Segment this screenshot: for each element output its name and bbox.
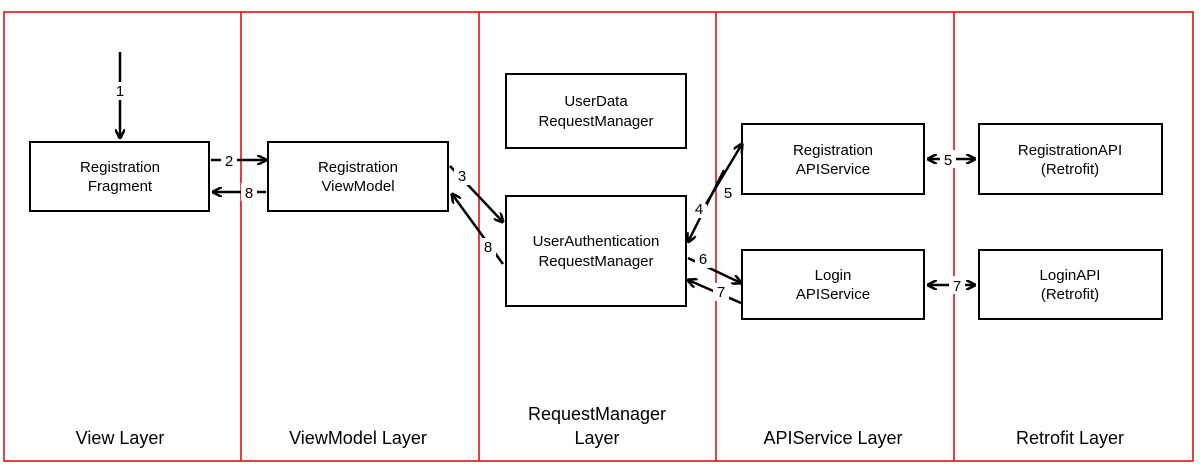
arrow-number: 1 xyxy=(116,83,124,100)
arrow-2-fragment-to-viewmodel: 2 xyxy=(211,151,266,170)
layer-label-requestmanager-line1: RequestManager xyxy=(528,404,666,424)
arrow-number: 5 xyxy=(724,185,732,202)
arrow-5-requestmanager-to-apiservice: 5 xyxy=(704,144,742,205)
box-label-line: LoginAPI xyxy=(1040,267,1101,284)
login-api-box: LoginAPI (Retrofit) xyxy=(978,249,1163,320)
arrow-number: 7 xyxy=(953,278,961,295)
registration-viewmodel-box: Registration ViewModel xyxy=(267,141,449,212)
arrow-number: 8 xyxy=(245,185,253,202)
registration-fragment-box: Registration Fragment xyxy=(29,141,210,212)
layer-label-retrofit: Retrofit Layer xyxy=(1016,428,1124,448)
box-label-line: APIService xyxy=(796,286,870,303)
arrow-8-requestmanager-to-viewmodel: 8 xyxy=(452,194,505,265)
box-label-line: (Retrofit) xyxy=(1041,286,1099,303)
box-label-line: Registration xyxy=(80,159,160,176)
arrow-number: 2 xyxy=(225,153,233,170)
arrow-number: 3 xyxy=(458,168,466,185)
box-label-line: RequestManager xyxy=(538,253,653,270)
arrow-8-viewmodel-to-fragment: 8 xyxy=(213,183,266,202)
box-label-line: Login xyxy=(815,267,852,284)
arrow-1-entry: 1 xyxy=(112,52,128,138)
registration-apiservice-box: Registration APIService xyxy=(741,123,925,195)
arrow-number: 7 xyxy=(717,284,725,301)
box-label-line: RequestManager xyxy=(538,113,653,130)
box-label-line: Registration xyxy=(318,159,398,176)
userdata-requestmanager-box: UserData RequestManager xyxy=(505,73,687,149)
arrow-number: 8 xyxy=(484,239,492,256)
layer-label-view: View Layer xyxy=(76,428,165,448)
layer-label-requestmanager-line2: Layer xyxy=(574,428,619,448)
box-label-line: Fragment xyxy=(88,178,153,195)
arrow-7-login-to-requestmanager: 7 xyxy=(688,280,742,305)
arrow-7-login-api-bidirectional: 7 xyxy=(928,276,975,295)
box-label-line: ViewModel xyxy=(321,178,394,195)
layer-label-apiservice: APIService Layer xyxy=(763,428,902,448)
box-label-line: UserData xyxy=(564,93,628,110)
box-label-line: UserAuthentication xyxy=(533,233,660,250)
arrow-6-requestmanager-to-login: 6 xyxy=(687,250,741,283)
box-label-line: RegistrationAPI xyxy=(1018,142,1122,159)
arrow-number: 4 xyxy=(695,201,703,218)
box-label-line: Registration xyxy=(793,142,873,159)
layer-label-viewmodel: ViewModel Layer xyxy=(289,428,427,448)
registration-api-box: RegistrationAPI (Retrofit) xyxy=(978,123,1163,195)
login-apiservice-box: Login APIService xyxy=(741,249,925,320)
arrow-number: 5 xyxy=(944,152,952,169)
diagram-frame xyxy=(3,11,1194,462)
box-label-line: APIService xyxy=(796,161,870,178)
box-label-line: (Retrofit) xyxy=(1041,161,1099,178)
arrow-3-viewmodel-to-requestmanager: 3 xyxy=(449,165,503,222)
arrow-5-apiservice-api-bidirectional: 5 xyxy=(928,150,975,169)
userauthentication-requestmanager-box: UserAuthentication RequestManager xyxy=(505,195,687,307)
arrow-number: 6 xyxy=(699,251,707,268)
